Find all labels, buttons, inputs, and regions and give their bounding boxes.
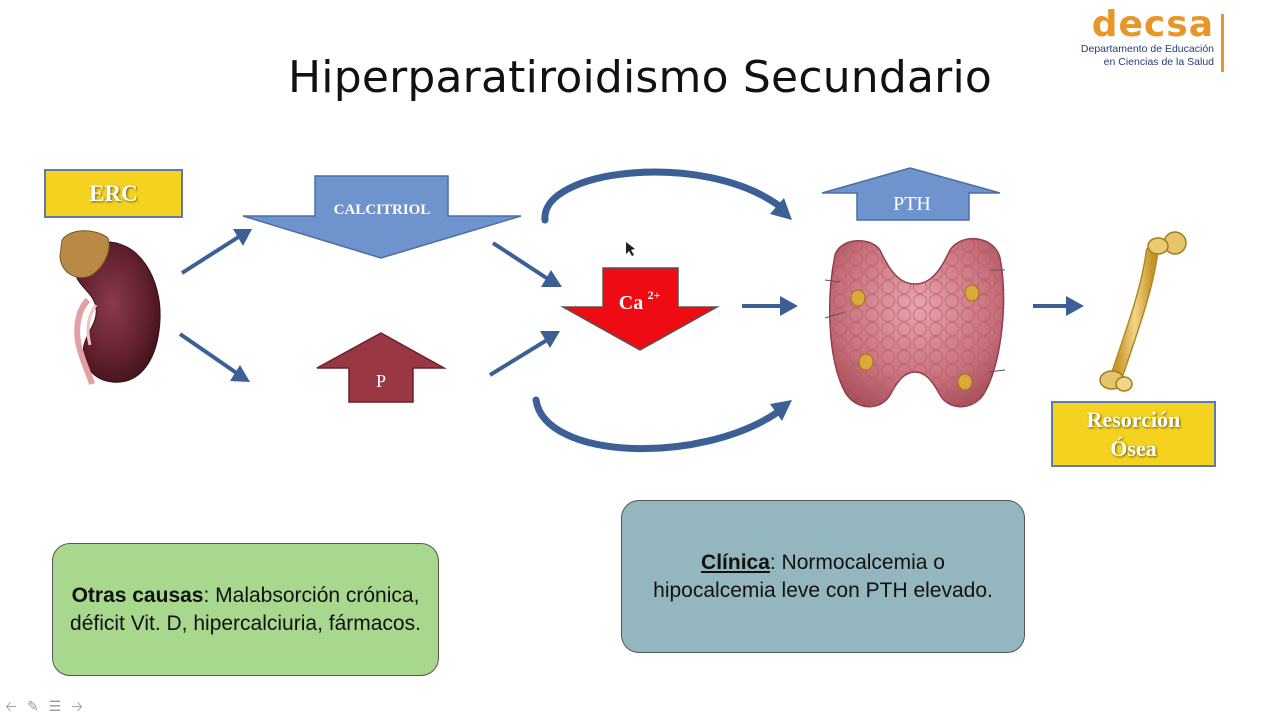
pth-up-arrow: PTH (821, 167, 1001, 221)
pen-icon[interactable]: ✎ (27, 698, 39, 714)
resorcion-line-2: Ósea (1110, 436, 1157, 461)
nav-back-icon[interactable]: 🡠 (5, 698, 17, 714)
otras-causas-body: : Malabsorción crónica, déficit Vit. D, … (70, 583, 421, 635)
p-up-arrow: P (316, 332, 447, 403)
calcitriol-down-arrow: CALCITRIOL (242, 175, 522, 259)
logo-bar (1221, 14, 1224, 72)
logo-word: decsa (1091, 4, 1214, 45)
calcium-superscript: 2+ (648, 288, 661, 302)
resorcion-line-1: Resorción (1086, 407, 1181, 432)
kidney-illustration (59, 230, 161, 385)
mouse-cursor-icon (626, 242, 635, 256)
arrow-p-to-ca (488, 331, 560, 377)
clinica-heading: Clínica (701, 550, 770, 574)
pth-label: PTH (893, 193, 931, 215)
bone-illustration (1099, 231, 1187, 392)
arrow-kidney-to-calcitriol (180, 229, 252, 275)
clinica-note: Clínica: Normocalcemia o hipocalcemia le… (621, 500, 1025, 653)
curved-arrow-bottom (532, 396, 792, 453)
clinica-body: : Normocalcemia o hipocalcemia leve con … (653, 550, 993, 602)
calcitriol-label: CALCITRIOL (334, 202, 431, 218)
nav-forward-icon[interactable]: 🡢 (71, 698, 83, 714)
logo-line-1: Departamento de Educación (1080, 43, 1214, 55)
resorcion-osea-label: Resorción Ósea (1051, 401, 1216, 467)
otras-causas-heading: Otras causas (71, 583, 204, 607)
clinica-text: Clínica: Normocalcemia o hipocalcemia le… (638, 549, 1008, 605)
slide-title: Hiperparatiroidismo Secundario (287, 52, 993, 103)
logo-line-2: en Ciencias de la Salud (1103, 56, 1214, 68)
arrow-kidney-to-p (178, 332, 250, 382)
calcium-label: Ca (619, 292, 643, 314)
parathyroid-illustration (824, 237, 1006, 408)
slide-nav-bar: 🡠 ✎ ☰ 🡢 (2, 698, 86, 718)
otras-causas-text: Otras causas: Malabsorción crónica, défi… (69, 582, 422, 638)
calcium-down-arrow: Ca 2+ (560, 267, 720, 351)
p-label: P (376, 371, 386, 391)
erc-label: ERC (44, 169, 183, 218)
arrow-parathyroid-to-bone (1033, 296, 1084, 316)
arrow-calcitriol-to-ca (491, 241, 562, 287)
curved-arrow-top (541, 168, 792, 224)
arrow-ca-to-parathyroid (742, 296, 798, 316)
decsa-logo: decsa Departamento de Educación en Cienc… (1058, 4, 1228, 72)
menu-icon[interactable]: ☰ (48, 698, 62, 714)
otras-causas-note: Otras causas: Malabsorción crónica, défi… (52, 543, 439, 676)
